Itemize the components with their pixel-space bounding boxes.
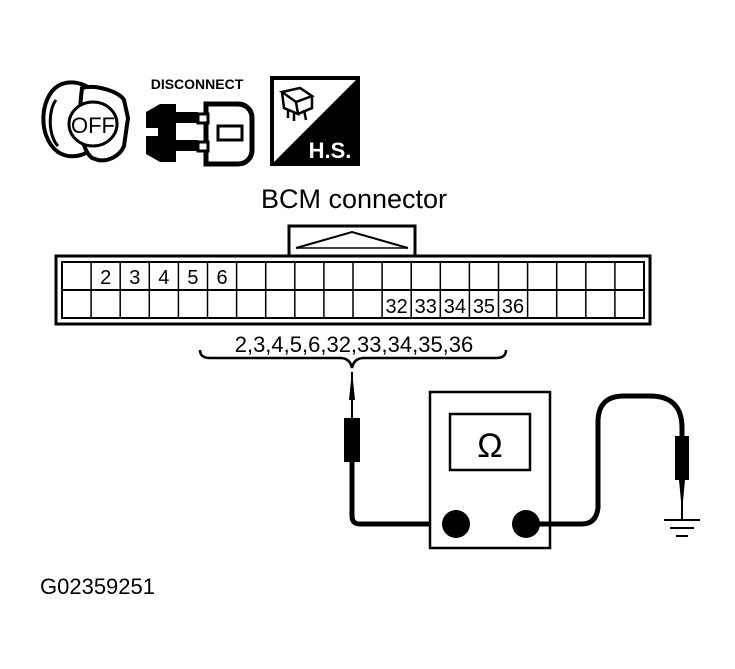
pin-label-top-6: 6 — [216, 267, 227, 289]
disconnect-text: DISCONNECT — [151, 76, 244, 92]
pin-label-top-5: 5 — [187, 267, 198, 289]
pin-label-bottom-35: 35 — [473, 296, 495, 318]
right-meter-jack — [512, 510, 540, 538]
pin-label-bottom-33: 33 — [415, 296, 437, 318]
pin-label-bottom-32: 32 — [386, 296, 408, 318]
left-meter-jack — [442, 510, 470, 538]
pin-label-top-2: 2 — [100, 267, 111, 289]
ground-symbol-icon — [664, 512, 700, 537]
left-test-probe — [344, 370, 454, 527]
right-test-lead — [528, 393, 689, 527]
figure-id: G02359251 — [40, 574, 155, 599]
terminal-grid — [90, 262, 616, 318]
probe-pin-list: 2,3,4,5,6,32,33,34,35,36 — [235, 332, 474, 357]
harness-side-icon: H.S. — [270, 76, 360, 166]
ignition-off-icon: OFF — [41, 80, 131, 163]
pin-label-top-4: 4 — [158, 267, 169, 289]
ohm-symbol: Ω — [477, 427, 502, 465]
connector-plug-icon — [278, 86, 315, 121]
pin-group-bracket — [198, 349, 508, 369]
connector-title: BCM connector — [261, 184, 447, 214]
pin-label-bottom-36: 36 — [502, 296, 524, 318]
disconnect-icon: DISCONNECT — [146, 76, 255, 167]
ignition-off-text: OFF — [71, 113, 115, 138]
pin-label-bottom-34: 34 — [444, 296, 466, 318]
pin-label-top-3: 3 — [129, 267, 140, 289]
harness-side-text: H.S. — [309, 138, 352, 163]
ohmmeter: Ω — [428, 390, 552, 550]
